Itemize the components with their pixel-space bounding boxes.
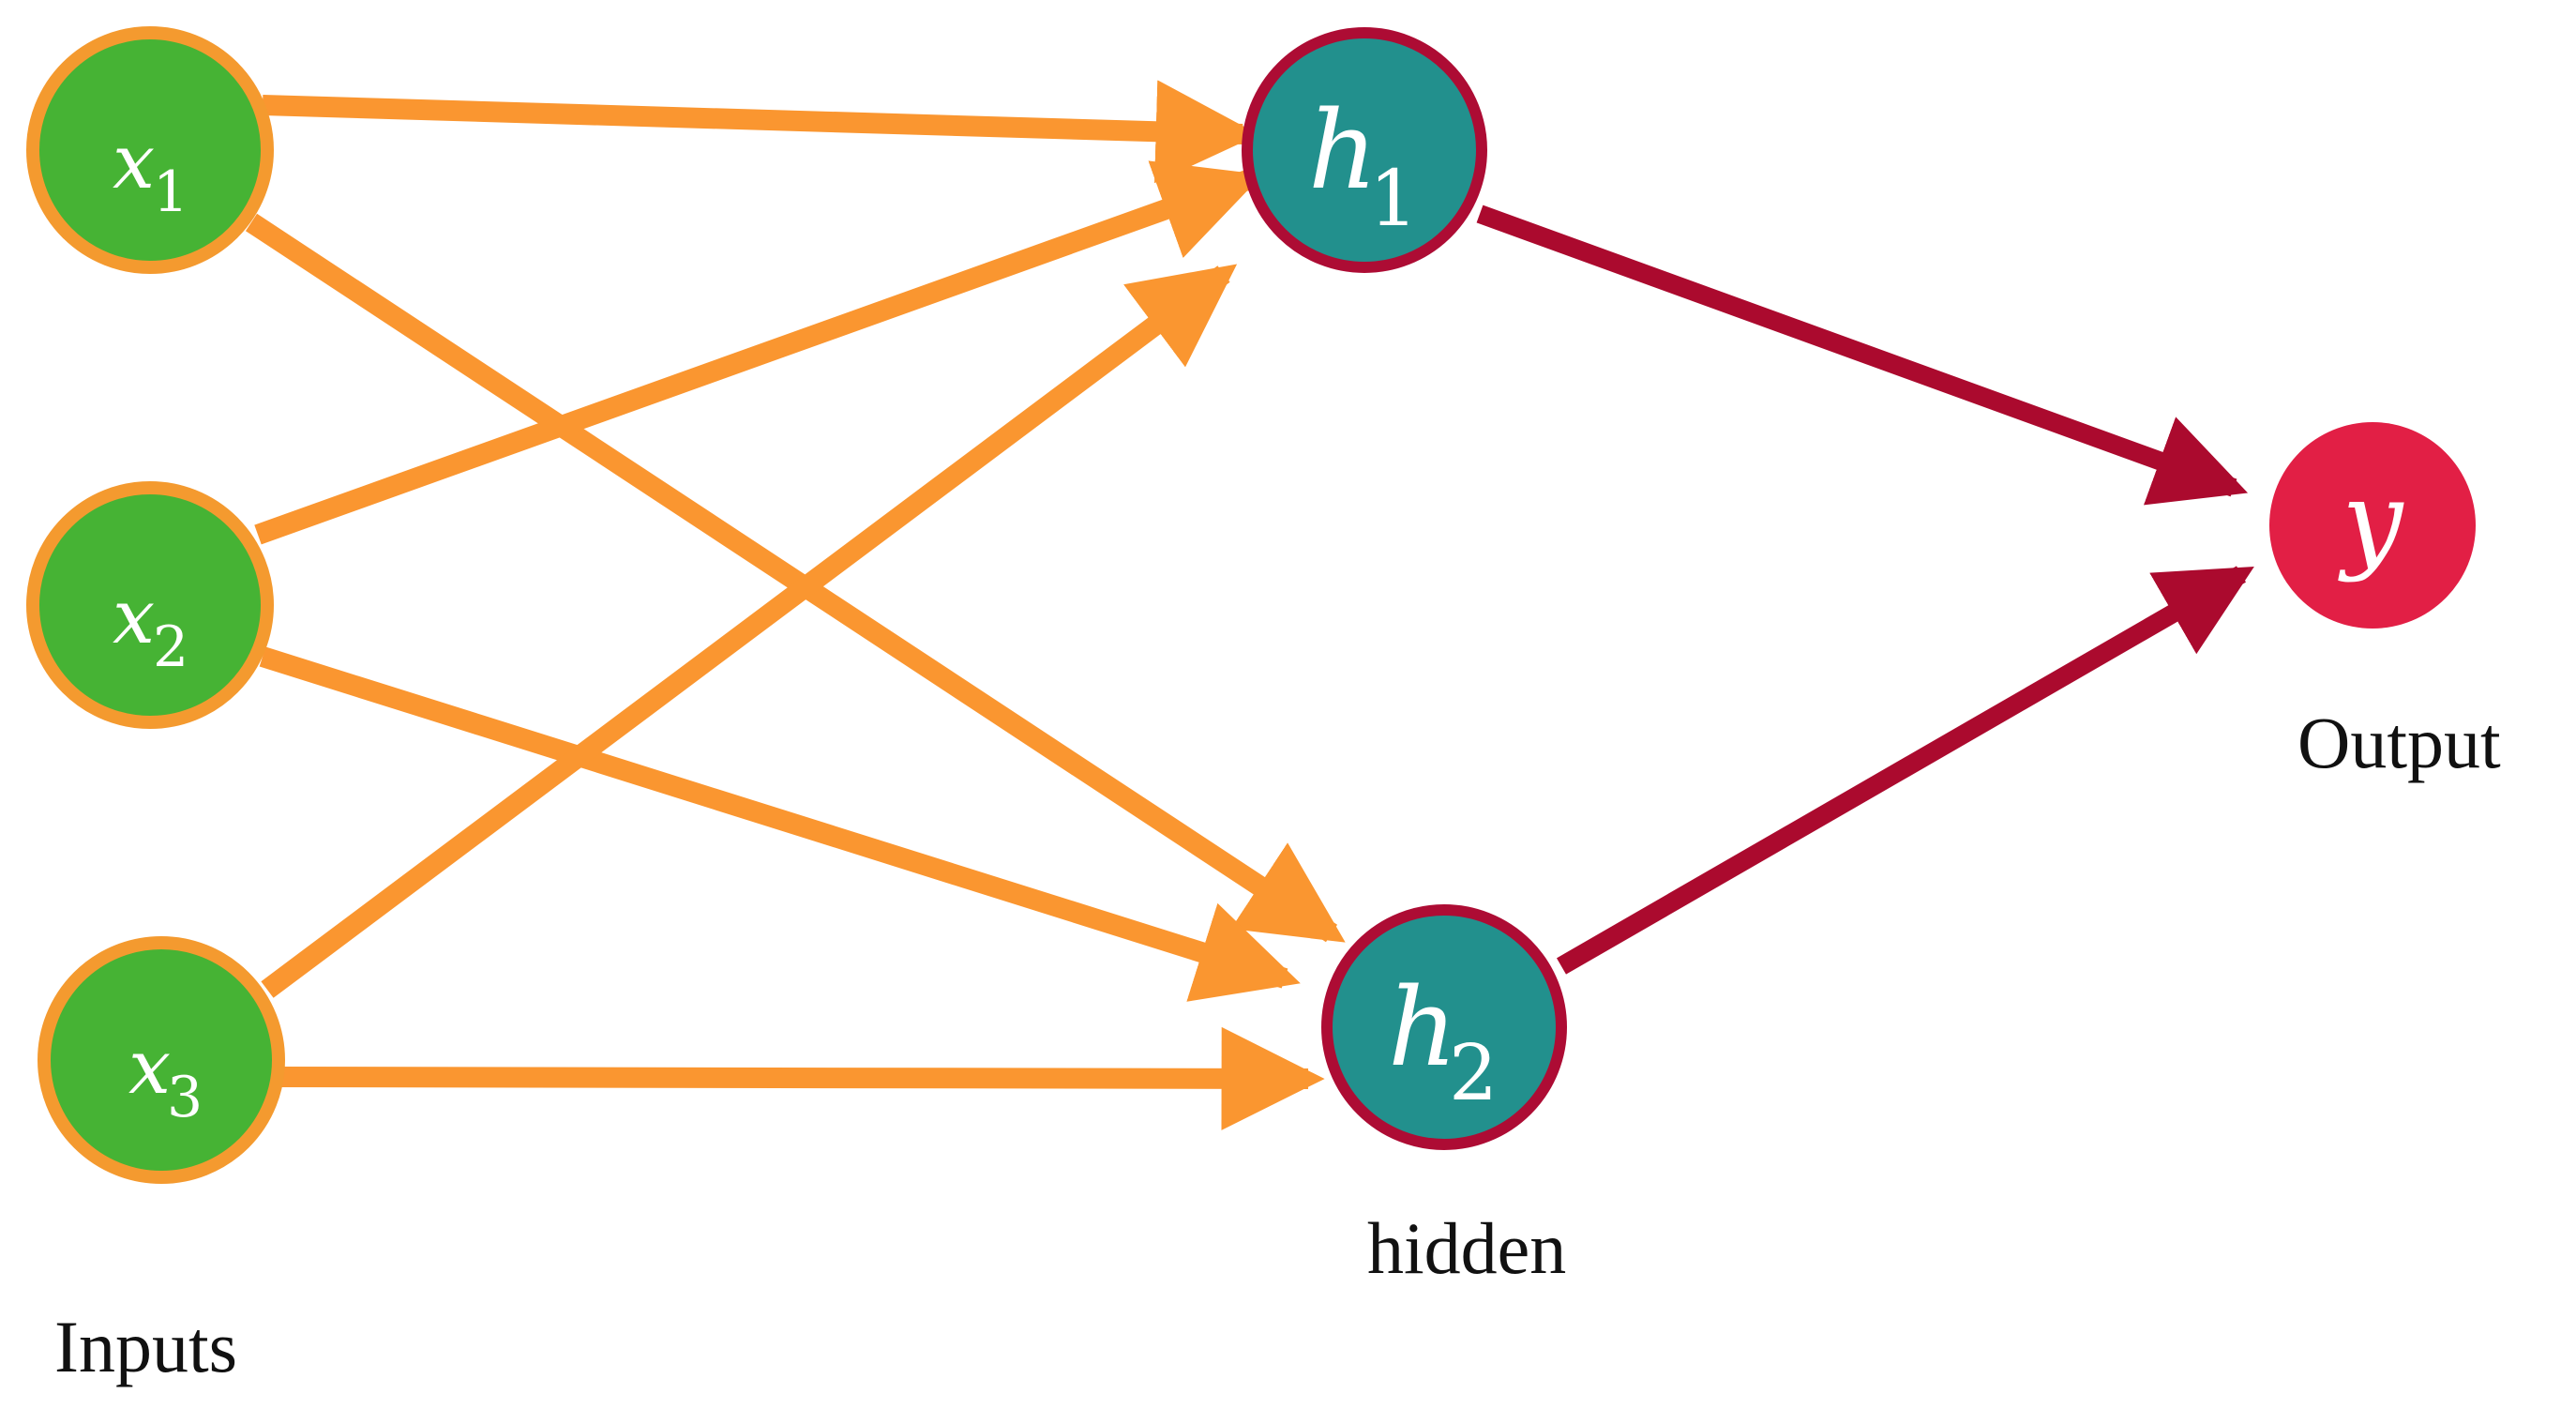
edge-x3-h1 [261,264,1238,998]
node-y-var: y [2338,459,2405,584]
edge-x2-h1 [254,160,1263,545]
node-x2-circle [33,488,267,722]
hidden-label: hidden [1367,1207,1566,1289]
node-x2-border [26,481,274,729]
edge-x1-h1 [262,80,1259,184]
node-x1-sub: 1 [153,159,188,225]
node-x2-sub: 2 [153,614,188,680]
node-h1-sub: 1 [1369,155,1418,244]
node-x1-circle [33,33,267,267]
node-x1: x 1 [26,26,274,274]
inputs-label: Inputs [54,1306,237,1387]
node-y-circle [2269,422,2476,629]
node-h1: h 1 [1242,27,1487,273]
node-y: y [2269,422,2476,629]
node-x3: x 3 [38,936,285,1184]
edge-x2-h2 [259,646,1301,1002]
output-label: Output [2297,702,2501,783]
edge-h1-y [1476,205,2249,506]
node-x1-var: x [113,118,155,205]
node-h2-var: h [1388,965,1457,1091]
edge-x3-h2 [280,1026,1325,1130]
node-h2-border [1321,904,1567,1150]
layer-labels: Inputs hidden Output [54,702,2501,1387]
node-x3-border [38,936,285,1184]
node-h2-circle [1327,910,1561,1144]
node-h1-border [1242,27,1487,273]
edge-h2-y [1557,566,2254,975]
node-h2-sub: 2 [1449,1029,1498,1118]
node-x3-sub: 3 [167,1065,203,1130]
edge-x1-h2 [245,213,1346,943]
node-h2: h 2 [1321,904,1567,1150]
node-h1-circle [1247,33,1482,267]
node-h1-var: h [1308,88,1378,214]
node-x2-var: x [113,573,155,660]
connections [245,80,2254,1130]
node-x3-var: x [128,1023,171,1111]
node-x1-border [26,26,274,274]
nodes: x 1 x 2 x 3 h 1 h 2 [26,26,2476,1184]
node-x2: x 2 [26,481,274,729]
node-x3-circle [44,943,279,1177]
